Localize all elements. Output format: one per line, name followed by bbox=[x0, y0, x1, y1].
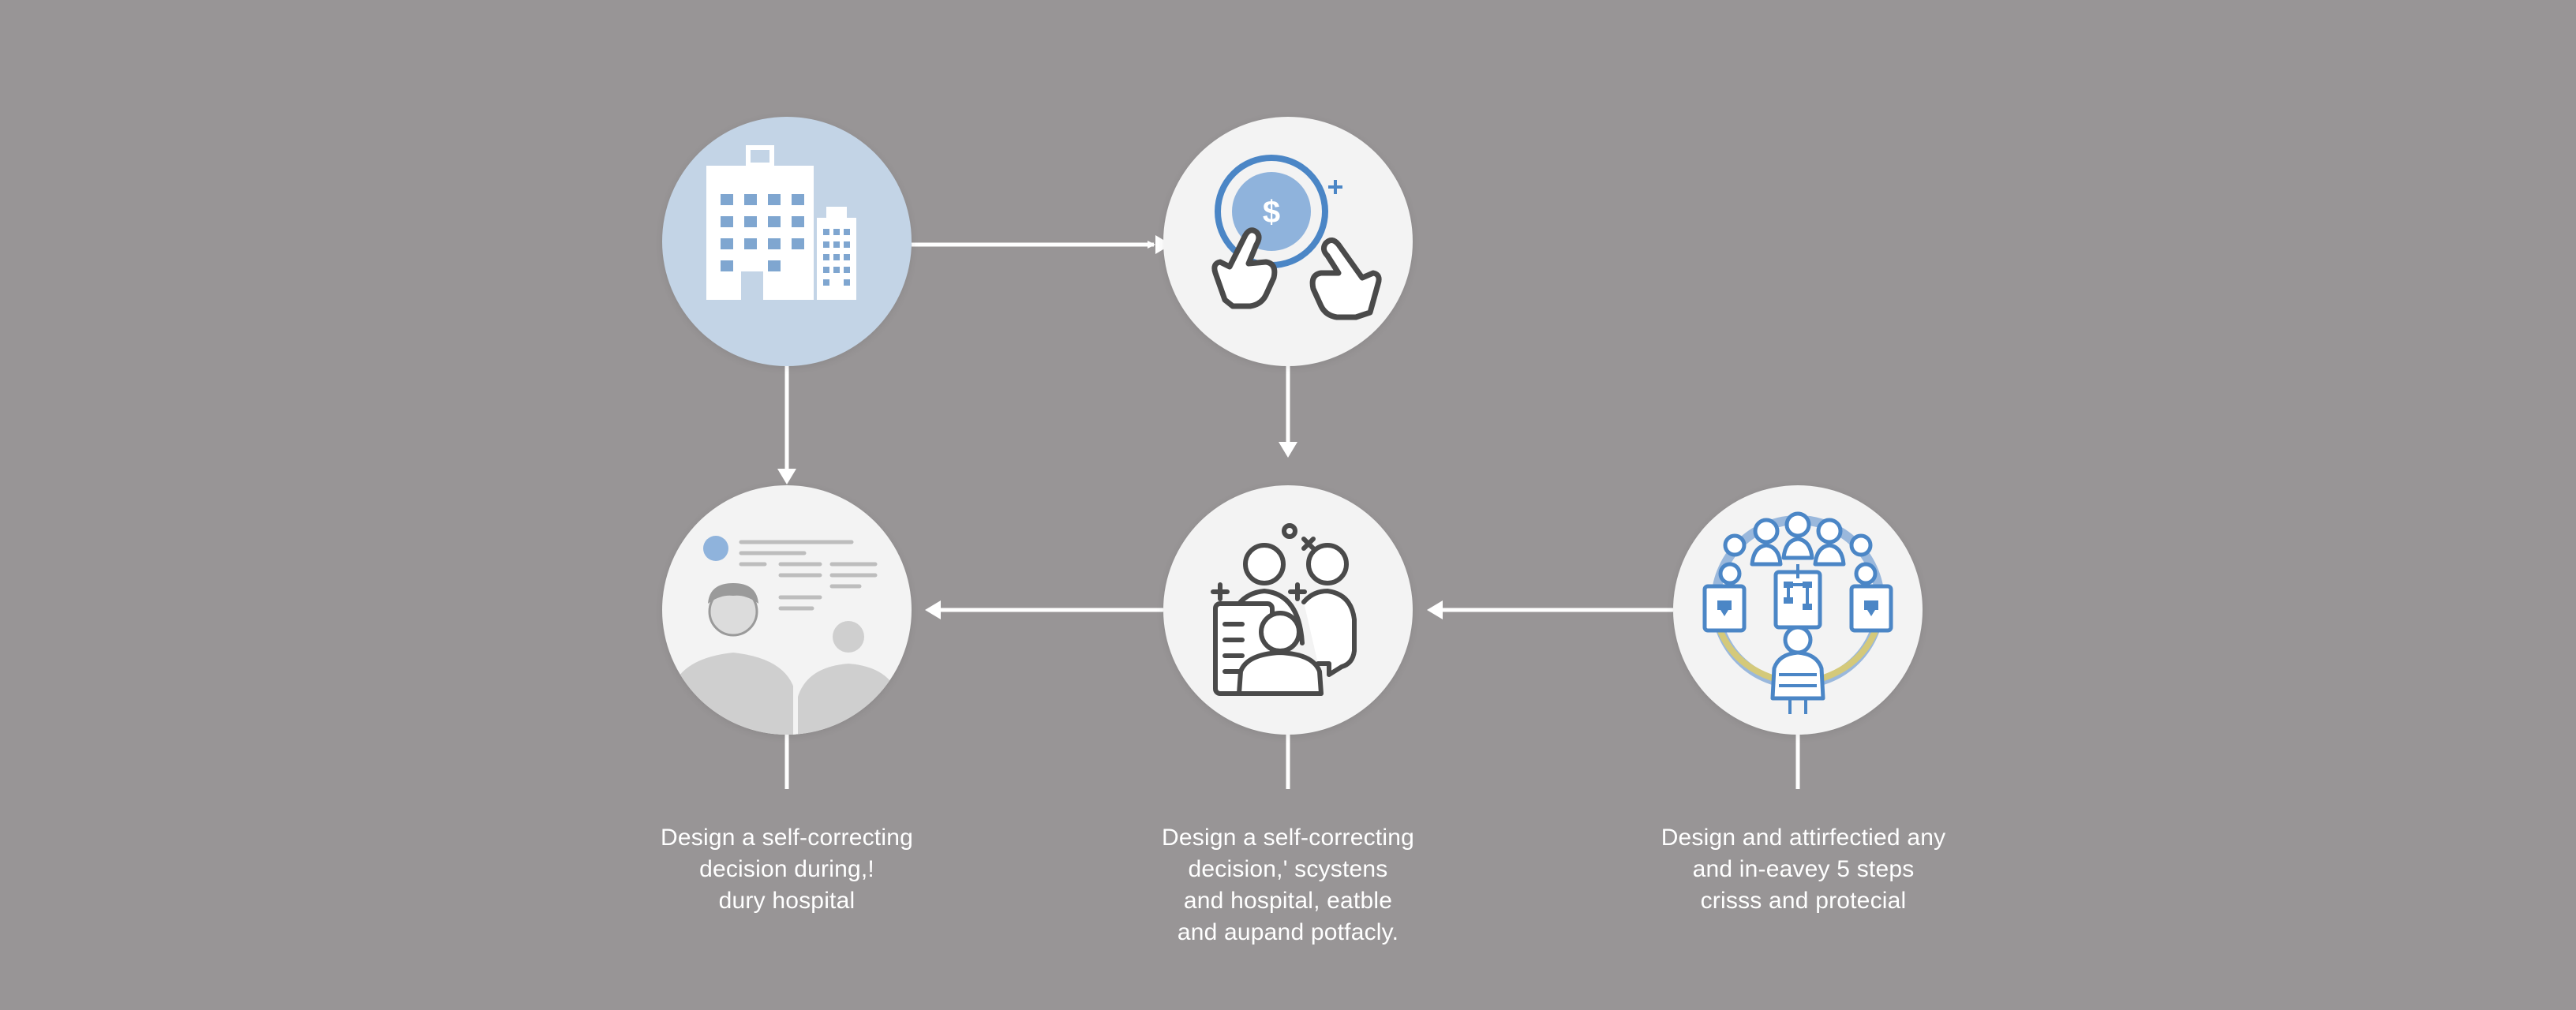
caption-3-line-2: and in-eavey 5 steps bbox=[1692, 856, 1915, 882]
payment-node: $ bbox=[1163, 117, 1413, 366]
caption-3-line-3: crisss and protecial bbox=[1700, 888, 1907, 914]
arrowhead-team-to-consultation bbox=[925, 600, 941, 619]
caption-step-3: Design and attirfectied any and in-eavey… bbox=[1606, 822, 2001, 917]
medical-consultation-icon bbox=[670, 536, 902, 735]
caption-2-line-3: and hospital, eatble bbox=[1183, 888, 1393, 914]
caption-2-line-1: Design a self-correcting bbox=[1162, 825, 1414, 851]
team-members-icon bbox=[1211, 523, 1357, 696]
payment-touch-icon: $ bbox=[1211, 155, 1382, 320]
caption-3-line-1: Design and attirfectied any bbox=[1661, 825, 1946, 851]
team-node bbox=[1163, 485, 1413, 735]
caption-step-1: Design a self-correcting decision during… bbox=[590, 822, 984, 917]
caption-step-2: Design a self-correcting decision,' scys… bbox=[1091, 822, 1485, 948]
caption-1-line-1: Design a self-correcting bbox=[661, 825, 913, 851]
network-node bbox=[1673, 485, 1923, 735]
caption-1-line-2: decision during,! bbox=[699, 856, 874, 882]
caption-2-line-2: decision,' scystens bbox=[1188, 856, 1388, 882]
consultation-node bbox=[662, 485, 912, 735]
caption-1-line-3: dury hospital bbox=[718, 888, 856, 914]
arrowhead-network-to-team bbox=[1427, 600, 1443, 619]
arrowhead-hospital-to-consultation bbox=[777, 469, 796, 484]
hospital-node bbox=[662, 117, 912, 366]
caption-2-line-4: and aupand potfacly. bbox=[1177, 919, 1399, 945]
arrowhead-payment-to-team bbox=[1279, 442, 1297, 458]
hospital-building-icon bbox=[706, 145, 856, 300]
coin-symbol: $ bbox=[1263, 195, 1280, 230]
staff-network-icon bbox=[1702, 511, 1893, 714]
